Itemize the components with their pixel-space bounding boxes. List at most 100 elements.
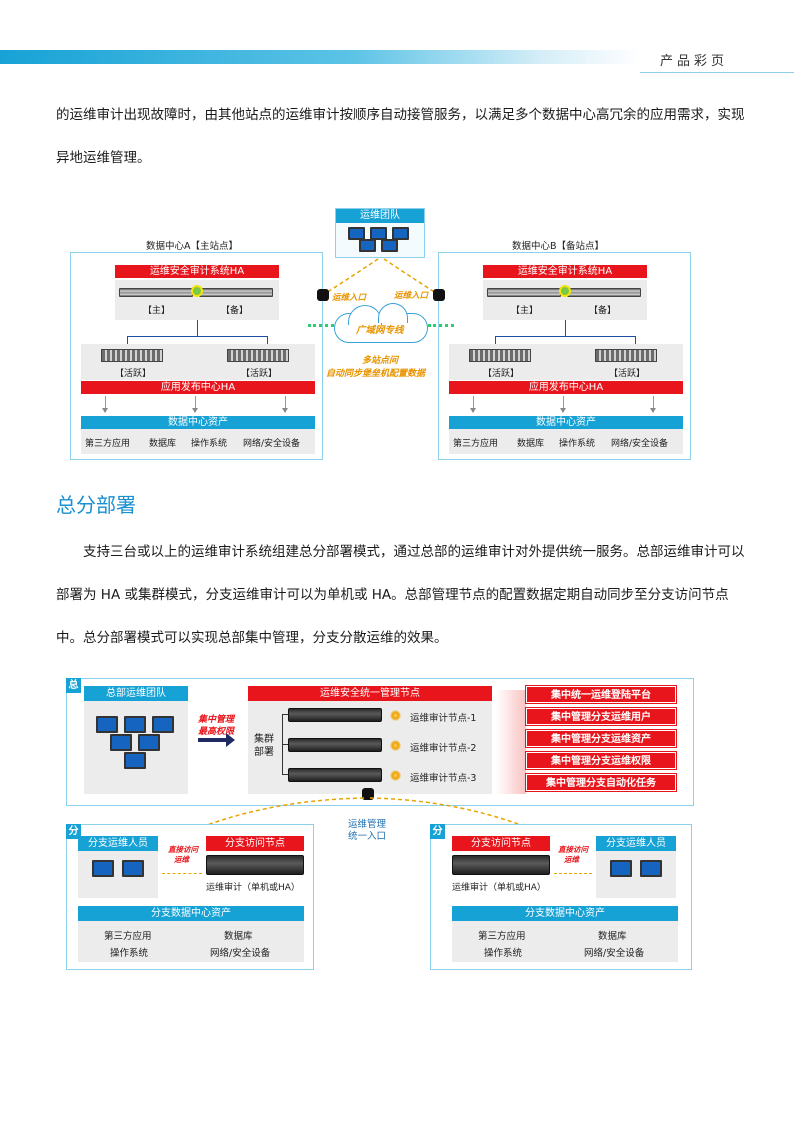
sync-label-line1: 多站点间 (362, 356, 399, 366)
branch-1-asset-item: 网络/安全设备 (210, 948, 271, 959)
audit-node-label: 运维审计节点-1 (410, 713, 477, 724)
branch-2-staff-box: 分支运维人员 (596, 836, 676, 898)
branch-2-node-box: 分支访问节点 运维审计（单机或HA） (452, 836, 550, 898)
audit-node-appliance-3 (288, 768, 382, 782)
branch-2-appliance (452, 855, 550, 875)
dc-b-active-label-2: 【活跃】 (609, 369, 646, 379)
branch-1-tag: 分 (66, 824, 81, 839)
sync-gear-icon (559, 285, 571, 297)
header-accent-bar (0, 50, 640, 64)
dc-b-primary-appliance (487, 288, 561, 297)
feature-item: 集中管理分支自动化任务 (525, 773, 677, 792)
dc-a-standby-appliance (199, 288, 273, 297)
branch-2-asset-item: 网络/安全设备 (584, 948, 645, 959)
dc-b-audit-ha: 运维安全审计系统HA (483, 265, 647, 278)
dc-b-assets-bar: 数据中心资产 (449, 416, 683, 429)
dc-b-entry-label: 运维入口 (394, 291, 429, 301)
dc-a-entry-label: 运维入口 (332, 293, 367, 303)
branch-1-asset-item: 第三方应用 (104, 931, 152, 942)
branch-2-direct-arrow (554, 873, 592, 874)
dc-a-active-label-2: 【活跃】 (241, 369, 278, 379)
staff-computer-icon (610, 860, 632, 877)
branch-1-asset-item: 数据库 (224, 931, 253, 942)
branch-2-assets: 分支数据中心资产 第三方应用 数据库 操作系统 网络/安全设备 (452, 906, 678, 962)
node-status-icon (390, 770, 401, 781)
feature-item: 集中管理分支运维资产 (525, 729, 677, 748)
dc-a-assets-list: 第三方应用 数据库 操作系统 网络/安全设备 (81, 429, 315, 454)
sync-gear-icon (191, 285, 203, 297)
dc-a-assets-bar: 数据中心资产 (81, 416, 315, 429)
audit-node-appliance-1 (288, 708, 382, 722)
dc-a-entry-node (317, 289, 329, 301)
branch-1-assets: 分支数据中心资产 第三方应用 数据库 操作系统 网络/安全设备 (78, 906, 304, 962)
entry-arrows (325, 258, 437, 294)
branch-2-asset-item: 第三方应用 (478, 931, 526, 942)
staff-computer-icon (92, 860, 114, 877)
dc-b-standby-label: 【备】 (589, 306, 617, 316)
dc-b-entry-node (433, 289, 445, 301)
dc-b-title: 数据中心B【备站点】 (512, 241, 605, 252)
dc-a-primary-appliance (119, 288, 193, 297)
dc-b-asset-item: 操作系统 (559, 439, 596, 449)
wan-link-right (428, 324, 454, 327)
audit-node-label: 运维审计节点-3 (410, 773, 477, 784)
central-mgmt-line1: 集中管理 (198, 715, 235, 725)
node-status-icon (390, 710, 401, 721)
team-computers-icon (348, 227, 414, 255)
header-title: 产品彩页 (660, 54, 729, 69)
wan-link-left (308, 324, 334, 327)
dc-b-active-server-1 (469, 349, 531, 362)
branch-1-node-box: 分支访问节点 运维审计（单机或HA） (206, 836, 304, 898)
unified-entry-node (362, 788, 374, 800)
wan-label: 广域网专线 (356, 325, 404, 336)
branch-2-assets-label: 分支数据中心资产 (452, 906, 678, 921)
sync-label-line2: 自动同步堡垒机配置数据 (326, 369, 426, 379)
branch-1-audit-label: 运维审计（单机或HA） (206, 883, 300, 893)
dc-a-asset-item: 第三方应用 (85, 439, 131, 449)
feature-item: 集中统一运维登陆平台 (525, 685, 677, 704)
dc-b-active-server-2 (595, 349, 657, 362)
dc-a-standby-label: 【备】 (221, 306, 249, 316)
dc-a-asset-item: 数据库 (149, 439, 177, 449)
central-arrow-icon (198, 738, 228, 742)
mgmt-node-box: 运维安全统一管理节点 集群 部署 运维审计节点-1 运维审计节点-2 运维审计节… (248, 686, 492, 794)
branch-1-direct-line2: 运维 (174, 855, 189, 864)
dc-a-publish-area: 【活跃】 【活跃】 (81, 344, 315, 380)
unified-entry-label-line2: 统一入口 (348, 831, 387, 842)
branch-2-node-label: 分支访问节点 (452, 836, 550, 851)
cluster-label-line1: 集群 (254, 734, 274, 745)
central-mgmt-line2: 最高权限 (198, 727, 235, 737)
dc-a-audit-area: 【主】 【备】 (115, 280, 279, 320)
hq-team-box: 总部运维团队 (84, 686, 188, 794)
dc-a-audit-ha: 运维安全审计系统HA (115, 265, 279, 278)
dc-b-assets-list: 第三方应用 数据库 操作系统 网络/安全设备 (449, 429, 683, 454)
branch-2-asset-item: 操作系统 (484, 948, 523, 959)
dc-a-active-label-1: 【活跃】 (115, 369, 152, 379)
dc-a-title: 数据中心A【主站点】 (146, 241, 238, 252)
dc-a-publish-ha: 应用发布中心HA (81, 381, 315, 394)
feature-item: 集中管理分支运维权限 (525, 751, 677, 770)
section-title: 总分部署 (56, 493, 136, 517)
branch-1-node-label: 分支访问节点 (206, 836, 304, 851)
branch-1-direct-arrow (162, 873, 202, 874)
dc-a-asset-item: 操作系统 (191, 439, 228, 449)
branch-1-staff-label: 分支运维人员 (78, 836, 158, 851)
branch-2-asset-item: 数据库 (598, 931, 627, 942)
dc-a-active-server-2 (227, 349, 289, 362)
dc-a-primary-label: 【主】 (143, 306, 171, 316)
branch-1-assets-label: 分支数据中心资产 (78, 906, 304, 921)
feature-fan-glow (496, 690, 526, 794)
intro-paragraph: 的运维审计出现故障时，由其他站点的运维审计按顺序自动接管服务，以满足多个数据中心… (56, 107, 745, 166)
dc-a-asset-item: 网络/安全设备 (243, 439, 301, 449)
dc-b-standby-appliance (567, 288, 641, 297)
multi-site-diagram: 运维团队 数据中心A【主站点】 运维安全审计系统HA 【主】 【备】 【活跃】 … (66, 205, 696, 463)
dc-b-asset-item: 数据库 (517, 439, 545, 449)
dc-b-audit-area: 【主】 【备】 (483, 280, 647, 320)
branch-2-direct-line2: 运维 (564, 855, 579, 864)
feature-list: 集中统一运维登陆平台 集中管理分支运维用户 集中管理分支运维资产 集中管理分支运… (525, 685, 678, 796)
branch-1-appliance (206, 855, 304, 875)
dc-b-asset-item: 第三方应用 (453, 439, 499, 449)
dc-b-asset-item: 网络/安全设备 (611, 439, 669, 449)
branch-2-direct-line1: 直接访问 (558, 845, 588, 854)
mgmt-node-label: 运维安全统一管理节点 (248, 686, 492, 701)
